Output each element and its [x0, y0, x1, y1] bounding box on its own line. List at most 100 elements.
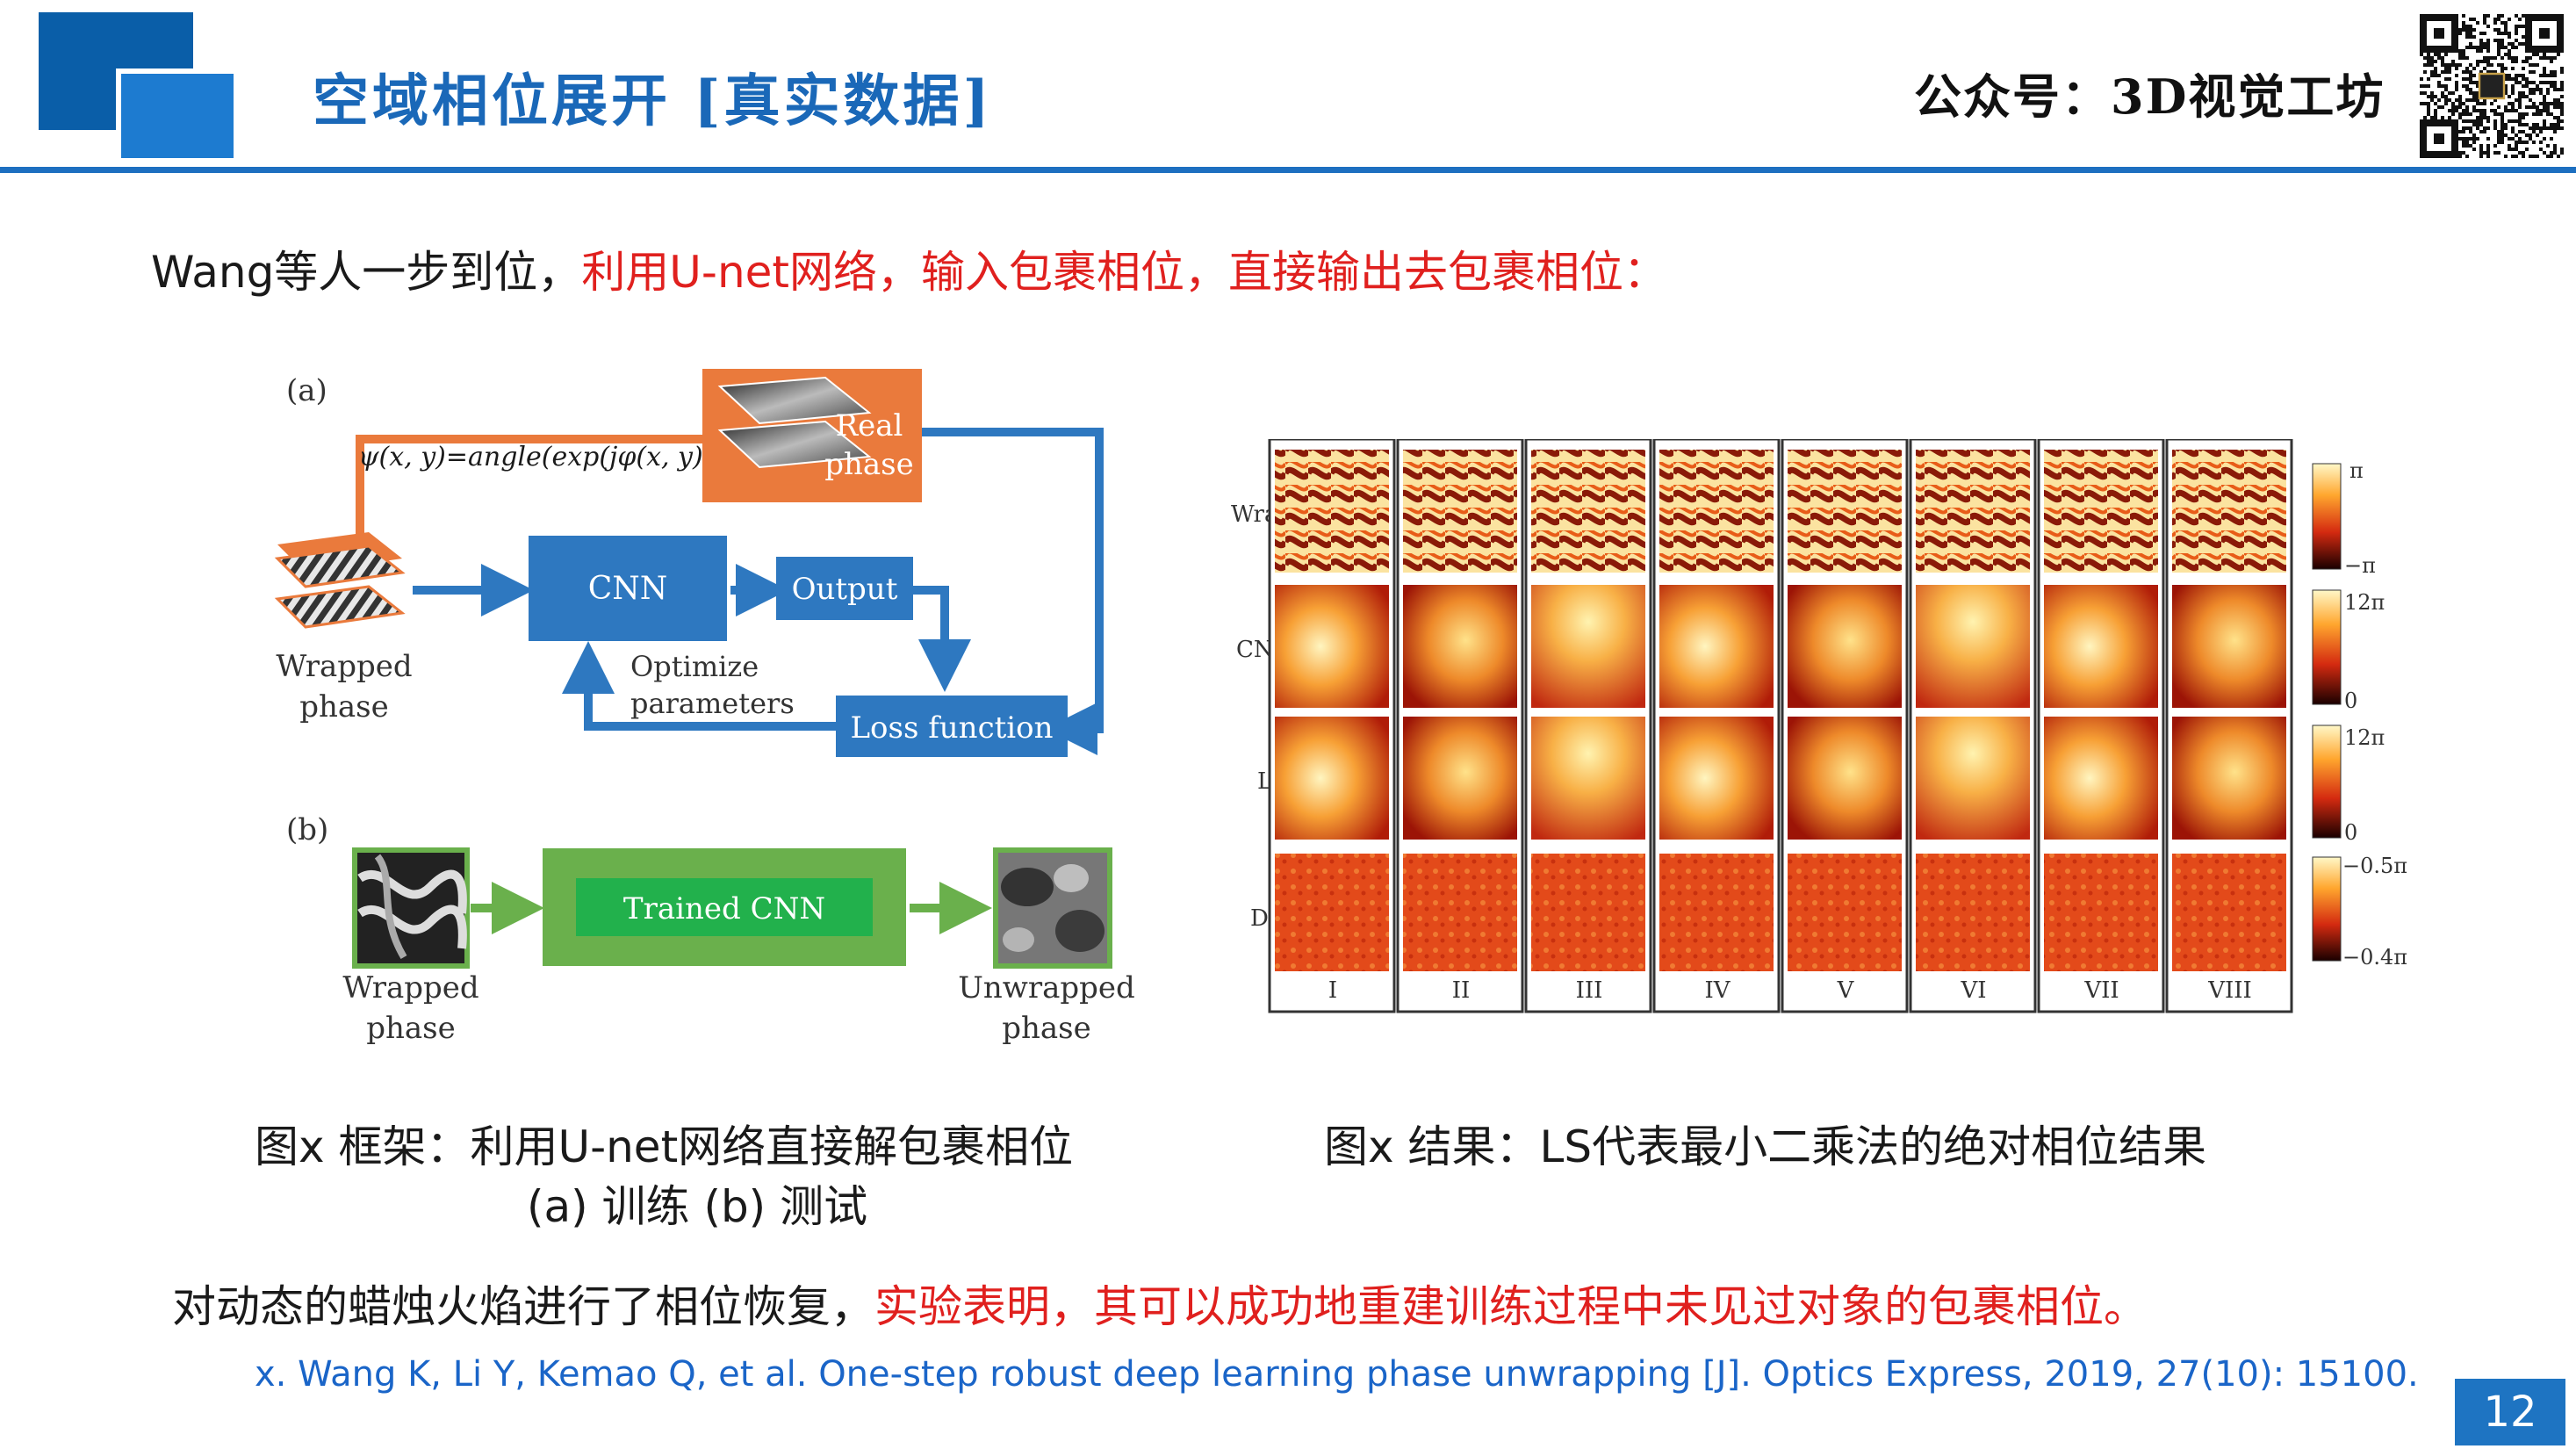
column-label: VII — [2083, 977, 2119, 1004]
column-label: III — [1576, 977, 1603, 1004]
result-cell — [2044, 717, 2158, 840]
result-cell — [1659, 717, 1774, 840]
colorbar-wrap-top: π — [2349, 458, 2364, 483]
result-cell — [1659, 585, 1774, 708]
result-cell — [2044, 854, 2158, 971]
result-cell — [1788, 717, 1902, 840]
colorbar-cnn-bottom: 0 — [2344, 688, 2357, 713]
loss-box — [836, 696, 1068, 757]
qr-code-icon — [2420, 14, 2564, 158]
conclusion-text: 对动态的蜡烛火焰进行了相位恢复，实验表明，其可以成功地重建训练过程中未见过对象的… — [172, 1272, 2148, 1335]
real-phase-label-1: Real — [836, 408, 903, 443]
slide-title: 空域相位展开 [真实数据] — [313, 68, 993, 134]
result-cell — [1531, 585, 1645, 708]
result-cell — [1916, 585, 2030, 708]
trained-cnn-label: Trained CNN — [623, 891, 825, 926]
colorbar-ls-bottom: 0 — [2344, 820, 2357, 845]
caption-right: 图x 结果：LS代表最小二乘法的绝对相位结果 — [1324, 1121, 2207, 1172]
result-cell — [2172, 717, 2286, 840]
result-cell — [1403, 854, 1517, 971]
result-cell — [2044, 450, 2158, 573]
output-box — [776, 557, 913, 620]
result-cell — [2044, 585, 2158, 708]
formula-text: ψ(x, y)=angle(exp(jφ(x, y))) — [358, 442, 723, 472]
label-b: (b) — [286, 812, 328, 847]
caption-left-sub: (a) 训练 (b) 测试 — [527, 1181, 868, 1232]
result-cell — [1659, 450, 1774, 573]
column-label: II — [1452, 977, 1471, 1004]
label-a: (a) — [286, 373, 327, 408]
output-label: Output — [792, 572, 898, 607]
result-cell — [1788, 854, 1902, 971]
caption-left: 图x 框架：利用U-net网络直接解包裹相位 — [255, 1121, 1074, 1172]
loss-label: Loss function — [850, 710, 1053, 746]
colorbar-ls-top: 12π — [2344, 725, 2385, 750]
column-label: IV — [1704, 977, 1731, 1004]
wrapped-phase-label-2: phase — [299, 689, 389, 724]
trained-cnn-box — [576, 878, 873, 936]
unwrapped-output-image — [993, 847, 1112, 969]
intro-highlight: 利用U-net网络，输入包裹相位，直接输出去包裹相位： — [581, 247, 1668, 298]
test-wrapped-label-2: phase — [366, 1011, 456, 1046]
column-label: V — [1837, 977, 1855, 1004]
conclusion-highlight: 实验表明，其可以成功地重建训练过程中未见过对象的包裹相位。 — [874, 1281, 2148, 1332]
real-phase-sheets — [717, 376, 872, 469]
optimize-label-2: parameters — [630, 687, 795, 720]
result-cell — [1788, 585, 1902, 708]
result-cell — [1788, 450, 1902, 573]
page-number: 12 — [2455, 1379, 2565, 1445]
colorbar-diff-top: −0.5π — [2342, 854, 2407, 878]
real-phase-label-2: phase — [824, 447, 914, 482]
reference-citation: x. Wang K, Li Y, Kemao Q, et al. One-ste… — [255, 1354, 2419, 1395]
colorbar-diff: −0.5π −0.4π — [2312, 854, 2407, 970]
result-cell — [1659, 854, 1774, 971]
colorbar-wrap-bottom: −π — [2344, 553, 2376, 578]
result-cell — [1916, 854, 2030, 971]
colorbar-ls: 12π 0 — [2312, 724, 2385, 845]
colorbar-wrap: π −π — [2312, 458, 2376, 578]
optimize-label-1: Optimize — [630, 650, 759, 683]
column-label: VIII — [2207, 977, 2252, 1004]
cnn-label: CNN — [588, 571, 668, 607]
result-cell — [1403, 585, 1517, 708]
output-to-loss-arrow — [913, 586, 971, 692]
column-label: I — [1328, 977, 1337, 1004]
result-cell — [1403, 717, 1517, 840]
intro-text: Wang等人一步到位，利用U-net网络，输入包裹相位，直接输出去包裹相位： — [151, 237, 1667, 300]
result-cell — [2172, 585, 2286, 708]
wrapped-input-image — [352, 847, 470, 969]
result-cell — [1275, 450, 1389, 573]
result-cell — [1275, 717, 1389, 840]
result-cell — [1531, 717, 1645, 840]
unwrapped-label-2: phase — [1002, 1011, 1091, 1046]
colorbar-diff-bottom: −0.4π — [2342, 945, 2407, 970]
result-cell — [1531, 854, 1645, 971]
test-wrapped-label-1: Wrapped — [342, 970, 479, 1006]
result-cell — [1916, 717, 2030, 840]
result-cell — [1916, 450, 2030, 573]
result-cell — [1531, 450, 1645, 573]
result-cell — [2172, 854, 2286, 971]
loss-to-cnn-arrow — [562, 641, 836, 731]
result-cell — [1275, 585, 1389, 708]
wrapped-phase-stack — [274, 532, 406, 629]
unwrapped-label-1: Unwrapped — [958, 970, 1135, 1006]
formula-arrow — [356, 435, 702, 536]
result-cell — [1275, 854, 1389, 971]
colorbar-cnn: 12π 0 — [2312, 589, 2385, 713]
result-cell — [1403, 450, 1517, 573]
conclusion-lead: 对动态的蜡烛火焰进行了相位恢复， — [172, 1281, 874, 1332]
real-to-loss-arrow — [922, 428, 1104, 755]
result-cell — [2172, 450, 2286, 573]
column-label: VI — [1960, 977, 1986, 1004]
cnn-box — [529, 536, 727, 641]
colorbar-cnn-top: 12π — [2344, 590, 2385, 615]
logo-square-light — [116, 68, 234, 158]
wrapped-phase-label-1: Wrapped — [276, 649, 412, 684]
brand-label: 公众号：3D视觉工坊 — [1914, 68, 2385, 125]
header-divider — [0, 167, 2576, 173]
framework-diagram: (a) (b) ψ(x, y)=angle(exp(jφ(x, y))) Rea… — [274, 369, 1135, 1046]
intro-lead: Wang等人一步到位， — [151, 247, 582, 298]
